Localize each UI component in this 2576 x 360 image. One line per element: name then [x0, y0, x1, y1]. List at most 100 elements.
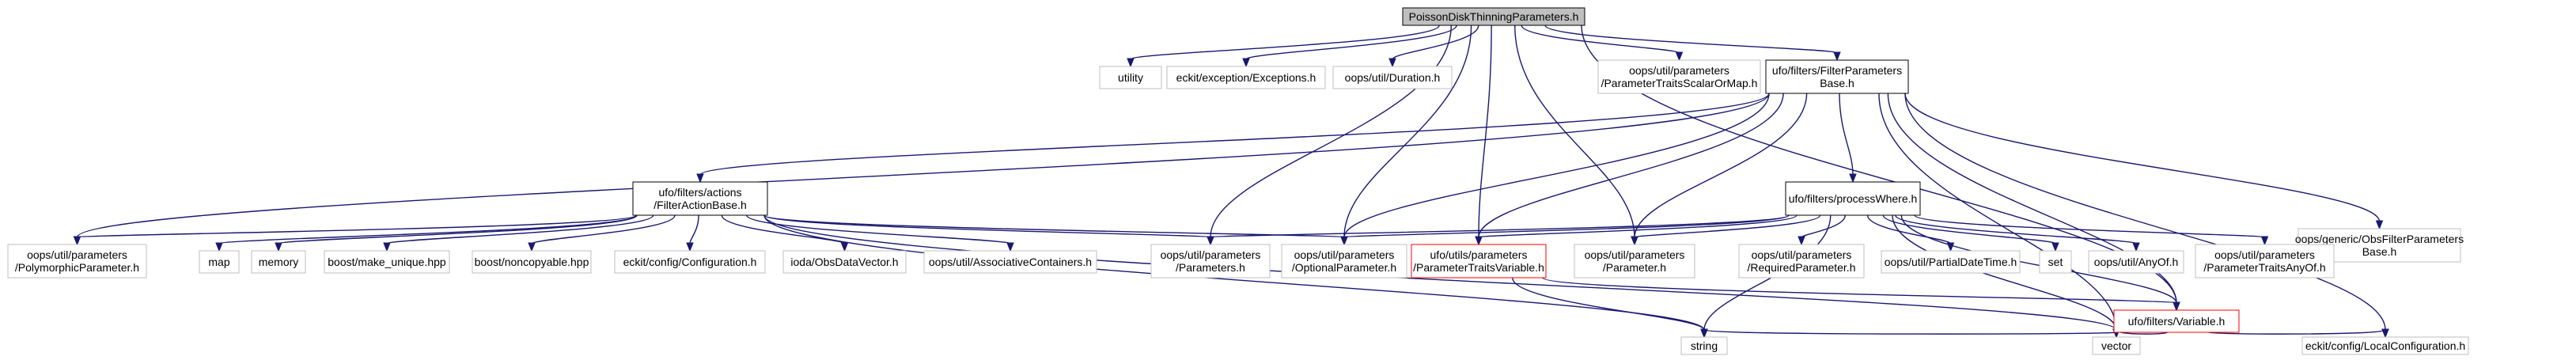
node-box	[1411, 244, 1547, 279]
node-map: map	[199, 250, 240, 274]
edge-arrowhead	[1700, 328, 1708, 339]
edge-line	[1801, 214, 1846, 238]
edge-line	[1895, 214, 2137, 244]
dependency-edge	[1914, 214, 2269, 246]
node-variable[interactable]: ufo/filters/Variable.h	[2113, 309, 2240, 333]
node-box	[7, 244, 147, 279]
node-label-line: /ParameterTraitsVariable.h	[1413, 261, 1544, 274]
node-traitsanyof: oops/util/parameters/ParameterTraitsAnyO…	[2195, 244, 2335, 279]
node-vector: vector	[2092, 336, 2141, 355]
node-label-line: utility	[1118, 71, 1143, 84]
node-label-line: oops/util/parameters	[27, 248, 127, 261]
dependency-edge	[1839, 93, 1857, 184]
edge-arrowhead	[1340, 236, 1348, 246]
dependency-edge	[1542, 277, 2180, 312]
node-label-line: Base.h	[2362, 245, 2397, 258]
node-label-line: oops/util/parameters	[1752, 248, 1852, 261]
edge-line	[1130, 25, 1440, 60]
dependency-edge	[275, 214, 638, 252]
node-set: set	[2039, 250, 2072, 274]
node-box	[2301, 336, 2469, 355]
edge-line	[1904, 93, 2386, 331]
node-box	[632, 181, 768, 216]
edge-arrowhead	[2381, 328, 2389, 339]
nodes-layer: PoissonDiskThinningParameters.h utility ec…	[7, 7, 2469, 355]
node-configuration: eckit/config/Configuration.h	[614, 250, 766, 274]
dependency-edge	[696, 93, 1770, 184]
node-box	[1150, 244, 1271, 279]
dependency-edge	[1892, 214, 2120, 339]
edge-line	[746, 214, 1011, 244]
node-optional: oops/util/parameters/OptionalParameter.h	[1281, 244, 1407, 279]
dependency-edge	[1631, 93, 1808, 246]
dependency-edge	[1475, 214, 1798, 246]
edge-arrowhead	[383, 242, 391, 252]
dependency-edge	[1866, 214, 1955, 252]
node-box	[1785, 181, 1921, 216]
node-box	[2092, 336, 2141, 355]
node-filteraction[interactable]: ufo/filters/actions/FilterActionBase.h	[632, 181, 768, 216]
node-exceptions: eckit/exception/Exceptions.h	[1166, 66, 1326, 89]
dependency-edge	[1521, 25, 1684, 62]
edge-line	[699, 93, 1770, 176]
node-root[interactable]: PoissonDiskThinningParameters.h	[1402, 7, 1585, 26]
node-memory: memory	[251, 250, 306, 274]
edge-line	[1343, 93, 1770, 238]
node-assoc: oops/util/AssociativeContainers.h	[923, 250, 1097, 274]
edge-line	[218, 214, 637, 244]
node-label-line: memory	[259, 256, 299, 268]
node-box	[1166, 66, 1326, 89]
node-label-line: /RequiredParameter.h	[1748, 261, 1856, 274]
node-label-line: oops/util/Duration.h	[1345, 71, 1441, 84]
node-box	[1881, 250, 2021, 274]
node-box	[472, 250, 592, 274]
edge-line	[1839, 93, 1854, 176]
edge-arrowhead	[686, 242, 694, 252]
edge-line	[1245, 25, 1457, 60]
dependency-edge	[73, 214, 637, 246]
edge-line	[763, 214, 1211, 238]
edge-line	[1392, 25, 1479, 60]
node-label-line: oops/util/parameters	[1585, 248, 1685, 261]
dependency-edge	[1340, 214, 1790, 246]
edge-line	[1634, 214, 1821, 238]
edge-arrowhead	[2051, 242, 2059, 252]
edge-line	[1900, 214, 2177, 304]
node-label-line: boost/make_unique.hpp	[328, 256, 446, 268]
edge-arrowhead	[528, 242, 536, 252]
edge-arrowhead	[1475, 236, 1483, 246]
node-traitsvariable[interactable]: ufo/utils/parameters/ParameterTraitsVari…	[1411, 244, 1547, 279]
node-box	[2113, 309, 2240, 333]
node-box	[1765, 59, 1909, 94]
edge-arrowhead	[215, 242, 223, 252]
node-label-line: ufo/filters/Variable.h	[2128, 315, 2226, 328]
node-box	[614, 250, 766, 274]
edge-arrowhead	[840, 242, 849, 252]
edge-arrowhead	[1675, 51, 1684, 62]
node-label-line: ufo/filters/FilterParameters	[1772, 64, 1902, 77]
node-label-line: eckit/config/LocalConfiguration.h	[2305, 339, 2465, 352]
edge-line	[1478, 214, 1798, 238]
node-label-line: oops/util/PartialDateTime.h	[1885, 256, 2017, 268]
edges-layer	[73, 25, 2389, 339]
node-label-line: /ParameterTraitsAnyOf.h	[2203, 261, 2325, 274]
edge-arrowhead	[696, 173, 704, 184]
dependency-edge	[1798, 214, 1846, 246]
edge-line	[1892, 214, 2117, 331]
node-label-line: oops/util/AnyOf.h	[2094, 256, 2179, 268]
node-processwhere[interactable]: ufo/filters/processWhere.h	[1785, 181, 1921, 216]
node-label-line: eckit/config/Configuration.h	[623, 256, 757, 268]
dependency-edge	[215, 214, 637, 252]
edge-line	[386, 214, 654, 244]
node-label-line: oops/util/parameters	[1294, 248, 1395, 261]
dependency-edge	[763, 214, 1348, 246]
edge-arrowhead	[275, 242, 282, 252]
dependency-edge	[2207, 328, 2389, 339]
edge-line	[763, 214, 2117, 331]
edge-line	[1866, 214, 1952, 244]
dependency-edge	[1512, 277, 1708, 339]
node-label-line: /ParameterTraitsScalarOrMap.h	[1601, 77, 1758, 89]
node-partialdatetime: oops/util/PartialDateTime.h	[1881, 250, 2021, 274]
